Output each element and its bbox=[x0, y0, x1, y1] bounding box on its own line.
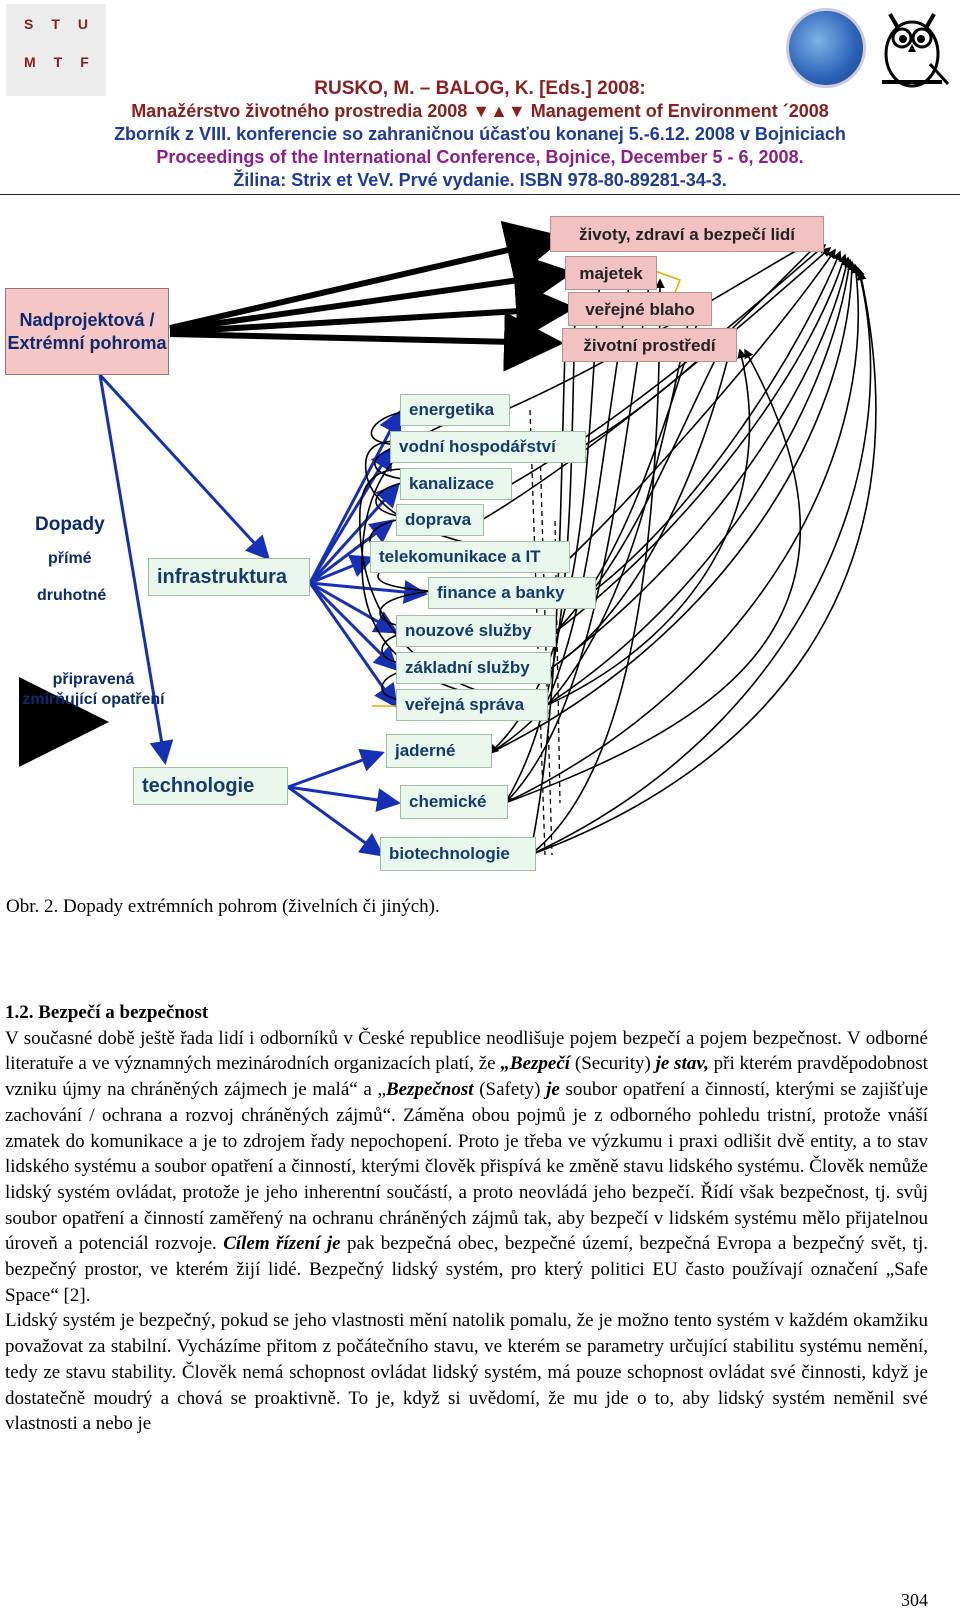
paragraph-1-run: je stav, bbox=[655, 1053, 709, 1075]
header-proceedings-sk: Zborník z VIII. konferencie so zahraničn… bbox=[114, 124, 846, 144]
paragraph-1-run: při kterém pravděpodobnost vzniku újmy n… bbox=[5, 1053, 928, 1101]
infra-emergency: nouzové služby bbox=[396, 615, 556, 647]
logo-letter: T bbox=[51, 16, 78, 32]
logo-letter: M bbox=[24, 54, 54, 70]
arrow-to-property bbox=[169, 250, 574, 333]
logo-letter: S bbox=[24, 16, 52, 32]
paragraph-1-run: soubor opatření a činností, kterými se z… bbox=[5, 1079, 928, 1255]
section-title: Bezpečí a bezpečnost bbox=[38, 1002, 209, 1023]
logo-row-1: STU bbox=[6, 16, 106, 32]
header-proceedings-en: Proceedings of the International Confere… bbox=[156, 147, 804, 167]
tech-chemical: chemické bbox=[400, 785, 508, 819]
paragraph-1-run: Cílem řízení je bbox=[223, 1233, 341, 1255]
category-technology: technologie bbox=[133, 767, 288, 805]
logo-letter: U bbox=[77, 16, 107, 32]
page-header: STU MTF RUSKO, M. – BALOG, K. [Eds.] 200… bbox=[0, 0, 960, 195]
owl-icon bbox=[882, 13, 950, 88]
target-public-welfare: veřejné blaho bbox=[568, 292, 712, 326]
impact-diagram: životy, zdraví a bezpečí lidí majetek ve… bbox=[0, 210, 960, 910]
section-heading: 1.2. Bezpečí a bezpečnost bbox=[5, 1000, 928, 1026]
infra-public-admin: veřejná správa bbox=[396, 689, 548, 721]
logo-letter: F bbox=[80, 54, 107, 70]
paragraph-2: Lidský systém je bezpečný, pokud se jeho… bbox=[5, 1310, 928, 1435]
legend-indirect: druhotné bbox=[37, 587, 107, 604]
arrow-to-lives bbox=[169, 220, 566, 331]
header-divider bbox=[0, 194, 960, 195]
infra-basic-services: základní služby bbox=[396, 652, 551, 684]
logo-letter: T bbox=[53, 54, 81, 70]
paragraph-1-run: Bezpečnost bbox=[385, 1079, 474, 1101]
body-text: 1.2. Bezpečí a bezpečnost V současné dob… bbox=[5, 1000, 928, 1437]
target-environment: životní prostředí bbox=[562, 328, 737, 362]
infra-transport: doprava bbox=[396, 504, 484, 536]
source-box: Nadprojektová / Extrémní pohroma bbox=[5, 288, 169, 375]
header-editors: RUSKO, M. – BALOG, K. [Eds.] 2008: bbox=[314, 78, 646, 99]
tech-biotech: biotechnologie bbox=[380, 837, 536, 871]
tech-nuclear: jaderné bbox=[386, 734, 492, 768]
header-conference-title: Manažérstvo životného prostredia 2008 ▼▲… bbox=[131, 101, 829, 121]
paragraph-1-run: „Bezpečí bbox=[500, 1053, 571, 1075]
category-infrastructure: infrastruktura bbox=[148, 558, 310, 596]
infra-telecom: telekomunikace a IT bbox=[370, 541, 570, 573]
infra-water: vodní hospodářství bbox=[390, 431, 586, 463]
society-emblem-icon bbox=[786, 8, 866, 88]
legend-direct: přímé bbox=[48, 550, 92, 567]
paragraph-1-run: je bbox=[546, 1079, 560, 1101]
target-lives: životy, zdraví a bezpečí lidí bbox=[550, 216, 824, 252]
target-property: majetek bbox=[565, 256, 657, 290]
infra-sewerage: kanalizace bbox=[400, 468, 512, 500]
figure-caption: Obr. 2. Dopady extrémních pohrom (živeln… bbox=[6, 896, 440, 917]
header-publisher: Žilina: Strix et VeV. Prvé vydanie. ISBN… bbox=[233, 170, 727, 190]
legend-mitigation: připravená zmírňující opatření bbox=[22, 671, 165, 708]
section-number: 1.2. bbox=[5, 1002, 34, 1023]
infra-finance: finance a banky bbox=[428, 577, 596, 609]
infra-energy: energetika bbox=[400, 394, 510, 426]
paragraph-1: V současné době ještě řada lidí i odborn… bbox=[5, 1026, 928, 1309]
paragraph-1-run: (Safety) bbox=[473, 1079, 547, 1101]
stu-mtf-logo: STU MTF bbox=[6, 4, 106, 96]
paragraph-1-run: pak bezpečná obec, bezpečné území, bezpe… bbox=[5, 1233, 928, 1306]
paragraph-1-run: V současné době ještě řada lidí i odborn… bbox=[5, 1027, 928, 1075]
arrow-to-environment bbox=[169, 311, 564, 372]
page-number: 304 bbox=[901, 1590, 928, 1610]
paragraph-1-run: (Security) bbox=[570, 1053, 656, 1075]
logo-row-2: MTF bbox=[6, 54, 106, 70]
legend-title: Dopady bbox=[35, 514, 105, 535]
